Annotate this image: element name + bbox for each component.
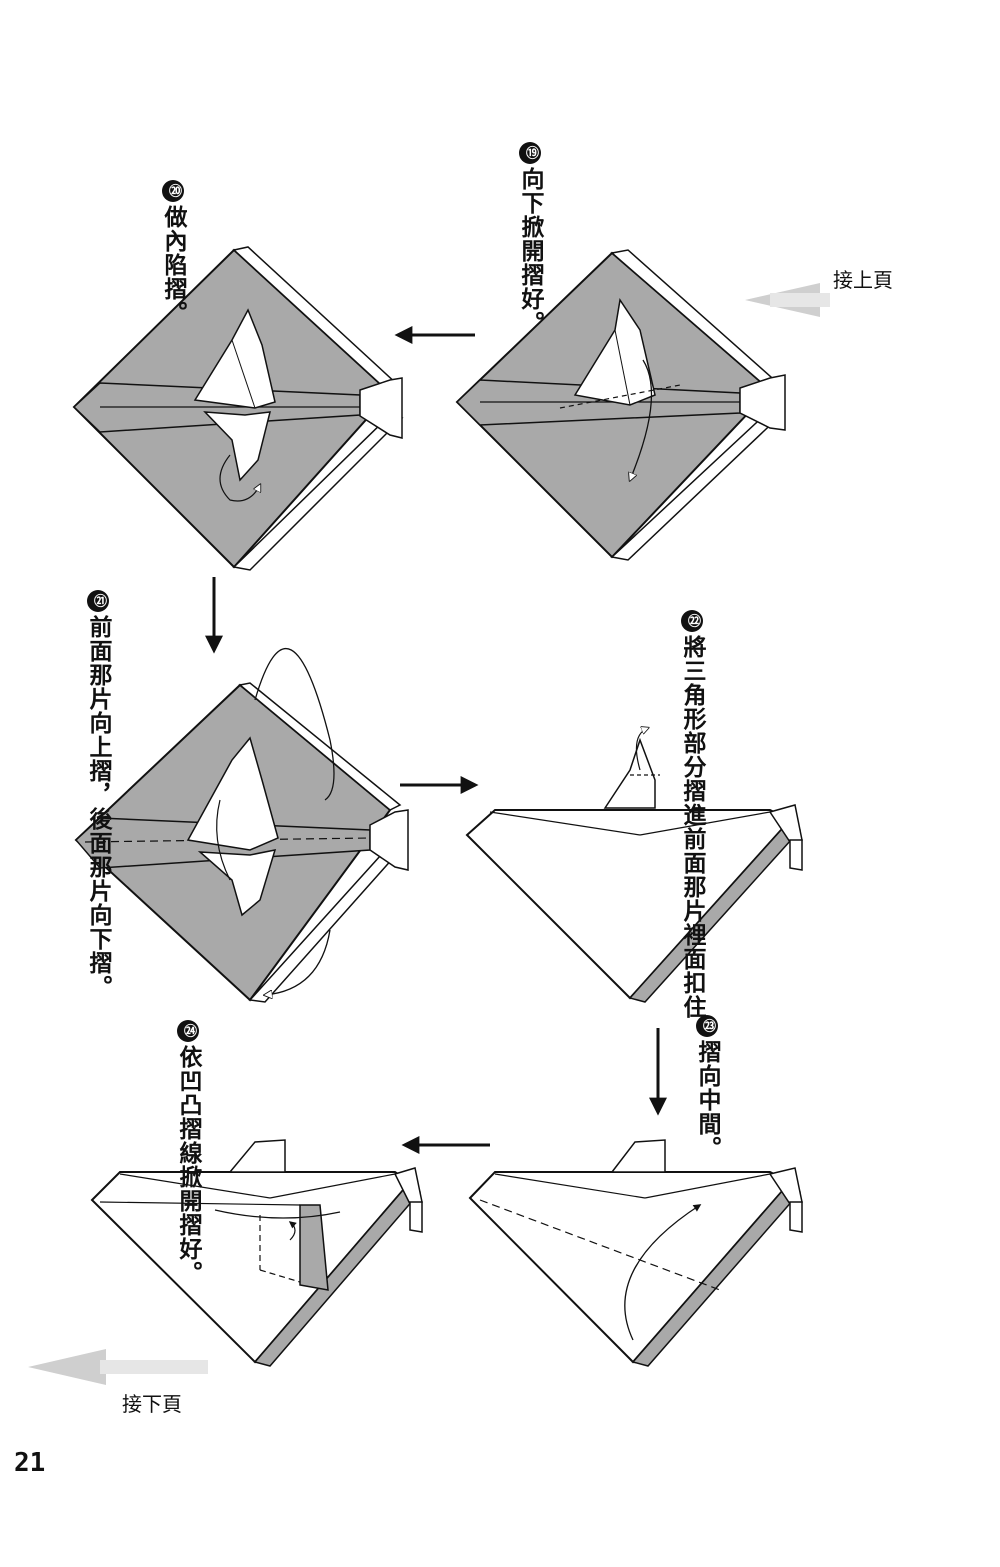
continued-from-label: 接上頁 — [833, 268, 893, 292]
step-24-line-1: 依凹凸摺線 — [175, 1045, 201, 1165]
continued-to-label: 接下頁 — [122, 1392, 182, 1416]
step-24-caption: ㉔依凹凸摺線掀開摺好。 — [174, 1020, 201, 1285]
step-24-figure — [90, 1139, 423, 1367]
step-22-number: ㉒ — [681, 610, 703, 632]
step-22-caption: ㉒將三角形部分摺進前面那片裡面扣住。 — [678, 610, 705, 1043]
step-22-figure — [465, 728, 803, 1003]
step-21-figure — [74, 648, 409, 1003]
step-20-caption: ⑳ 做內陷摺。 — [159, 180, 186, 325]
step-21-line-2: 後面那片向下摺。 — [85, 807, 111, 999]
step-21-caption: ㉑前面那片向上摺，後面那片向下摺。 — [84, 590, 111, 999]
step-24-number: ㉔ — [177, 1020, 199, 1042]
step-22-line-2: 摺進前面那片 — [679, 779, 705, 923]
step-20-number: ⑳ — [162, 180, 184, 202]
continued-to-arrow — [28, 1349, 208, 1385]
step-24-line-2: 掀開摺好。 — [175, 1165, 201, 1285]
continued-from-arrow — [745, 283, 830, 317]
step-23-number: ㉓ — [696, 1015, 718, 1037]
step-19-number: ⑲ — [519, 142, 541, 164]
step-21-number: ㉑ — [87, 590, 109, 612]
step-19-line-1: 向下掀開摺好。 — [517, 167, 543, 335]
step-23-line-1: 摺向中間。 — [694, 1040, 720, 1160]
step-19-caption: ⑲ 向下掀開摺好。 — [516, 142, 543, 335]
page-number: 21 — [14, 1448, 46, 1478]
step-22-line-1: 將三角形部分 — [679, 635, 705, 779]
step-20-figure — [72, 246, 404, 571]
step-23-caption: ㉓摺向中間。 — [693, 1015, 720, 1160]
step-20-line-1: 做內陷摺。 — [160, 205, 186, 325]
step-23-figure — [468, 1139, 803, 1367]
step-21-line-1: 前面那片向上摺， — [85, 615, 111, 807]
step-19-figure — [455, 249, 786, 561]
